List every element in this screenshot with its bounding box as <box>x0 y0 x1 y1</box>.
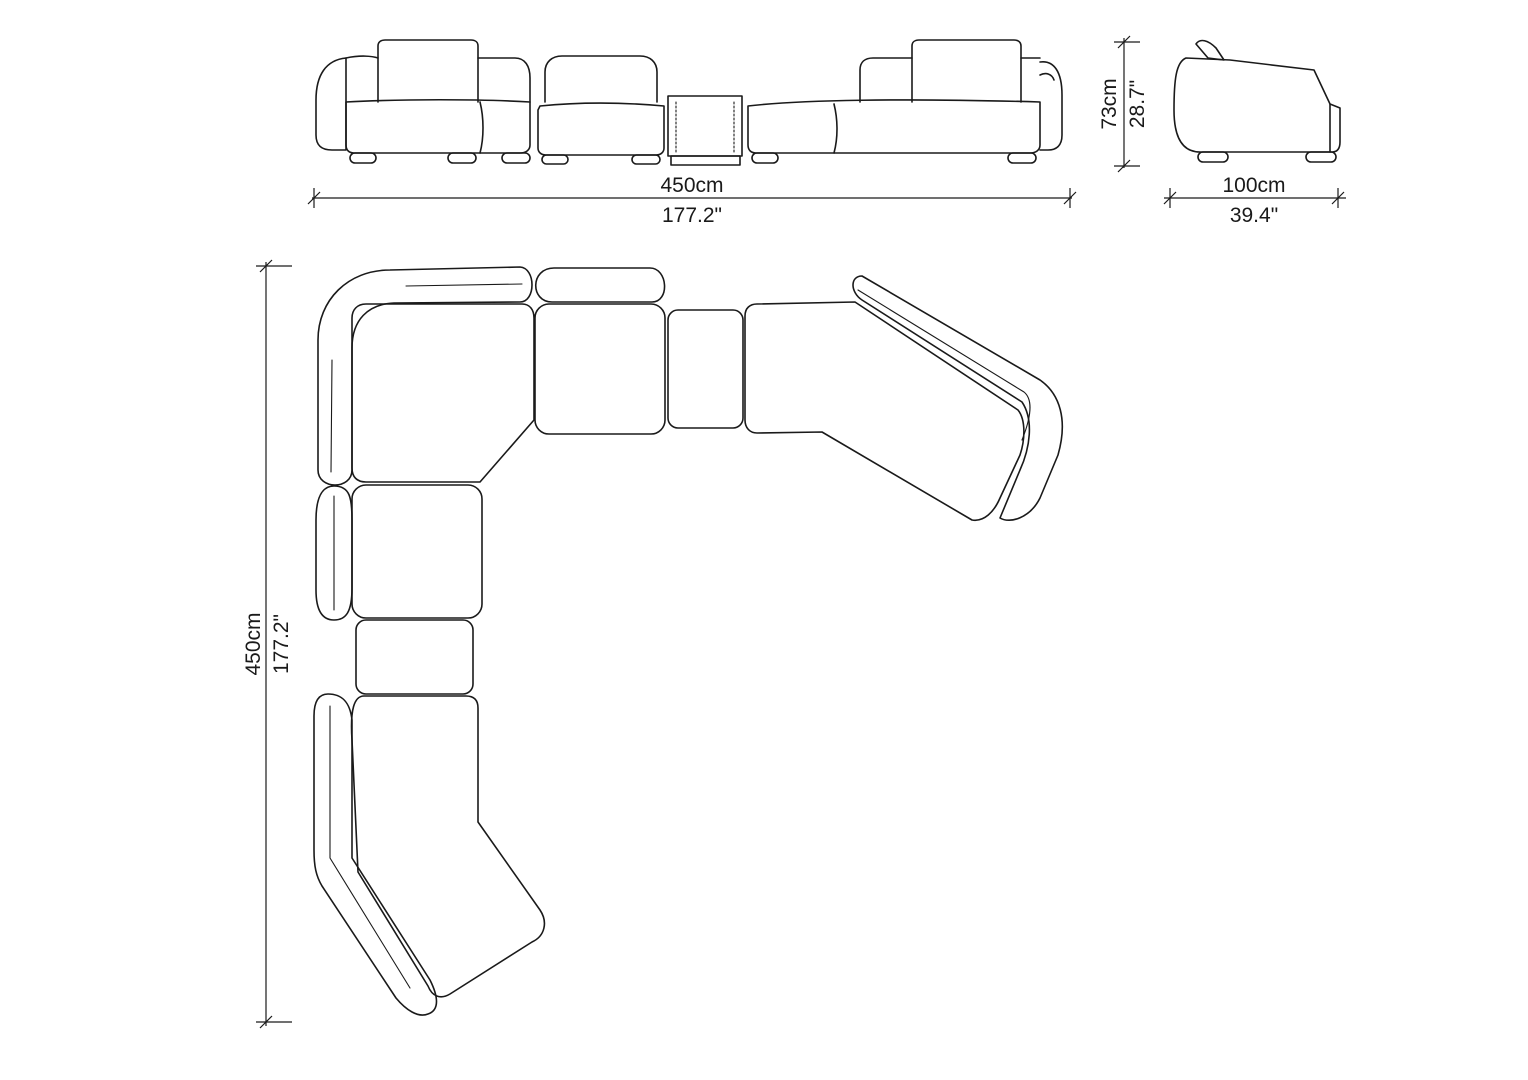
depth-imperial-label: 39.4" <box>1230 204 1278 227</box>
plan-depth-dimension <box>256 259 292 1029</box>
plan-view <box>313 266 1064 1016</box>
depth-dimension <box>1163 188 1346 208</box>
plan-depth-metric-label: 450cm <box>242 612 265 675</box>
front-width-metric-label: 450cm <box>660 174 723 197</box>
side-elevation <box>1173 39 1341 163</box>
height-dimension <box>1114 35 1140 173</box>
plan-depth-imperial-label: 177.2" <box>270 614 293 674</box>
front-width-imperial-label: 177.2" <box>662 204 722 227</box>
depth-metric-label: 100cm <box>1222 174 1285 197</box>
front-elevation <box>315 39 1063 166</box>
height-imperial-label: 28.7" <box>1126 80 1149 128</box>
height-metric-label: 73cm <box>1098 78 1121 129</box>
front-width-dimension <box>307 188 1077 208</box>
